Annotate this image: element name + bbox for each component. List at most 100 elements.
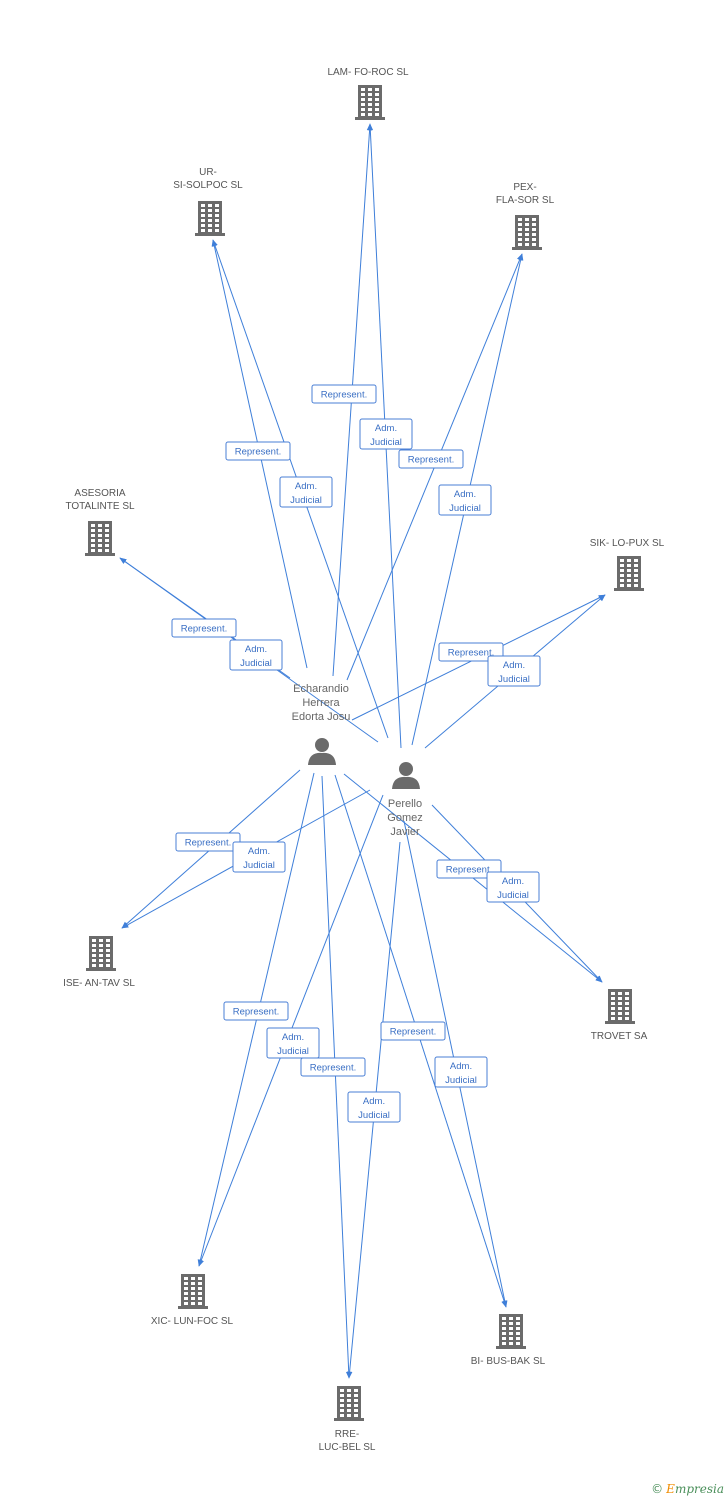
- edge-label-text: Adm.: [502, 876, 524, 887]
- edge-echarandio-bi: [334, 774, 507, 1308]
- edge-label-echarandio-ur[interactable]: Represent.: [225, 441, 291, 461]
- company-node-pex[interactable]: PEX- FLA-SOR SL: [496, 182, 555, 250]
- company-label: XIC- LUN-FOC SL: [151, 1316, 234, 1327]
- edge-label-box: [223, 1001, 289, 1021]
- building-icon: [85, 521, 115, 556]
- building-icon: [512, 215, 542, 250]
- company-node-bi[interactable]: BI- BUS-BAK SL: [471, 1314, 546, 1367]
- edge-label-box: [347, 1091, 401, 1123]
- edge-label-box: [487, 655, 541, 687]
- edge-label-perello-bi[interactable]: Represent.: [380, 1021, 446, 1041]
- company-label: SIK- LO-PUX SL: [590, 538, 665, 549]
- edge-label-box: [171, 618, 237, 638]
- edge-label-echarandio-xic[interactable]: Represent.: [223, 1001, 289, 1021]
- edge-label-perello-ise[interactable]: Adm. Judicial: [232, 841, 286, 873]
- edge-label-text: Judicial: [498, 674, 530, 685]
- brand-watermark: ©Empresia: [651, 1482, 724, 1496]
- edge-label-perello-ur[interactable]: Adm.Judicial: [279, 476, 333, 508]
- edge-label-text: Judicial: [370, 437, 402, 448]
- company-label: BI- BUS-BAK SL: [471, 1356, 546, 1367]
- person-icon: [392, 762, 420, 789]
- company-label: UR-: [199, 167, 217, 178]
- person-label: Javier: [390, 826, 420, 838]
- edge-label-box: [438, 484, 492, 516]
- edge-label-text: Represent.: [185, 838, 231, 849]
- edge-label-box: [380, 1021, 446, 1041]
- edge-label-echarandio-trovet[interactable]: Represent.: [436, 859, 502, 879]
- company-label: RRE-: [335, 1429, 359, 1440]
- edge-label-perello-asesoria[interactable]: Adm. Judicial: [229, 639, 283, 671]
- edge-label-text: Represent.: [233, 1007, 279, 1018]
- person-label: Gomez: [387, 812, 422, 824]
- person-label: Echarandio: [293, 683, 349, 695]
- edge-label-text: Judicial: [277, 1046, 309, 1057]
- edge-label-perello-lam[interactable]: Adm. Judicial: [359, 418, 413, 450]
- company-label: LUC-BEL SL: [319, 1442, 376, 1453]
- edge-label-text: Represent.: [321, 390, 367, 401]
- building-icon: [614, 556, 644, 591]
- edge-label-text: Judicial: [449, 503, 481, 514]
- edge-label-text: Adm.: [363, 1096, 385, 1107]
- building-icon: [496, 1314, 526, 1349]
- company-node-ur[interactable]: UR- SI-SOLPOC SL: [173, 167, 243, 236]
- building-icon: [195, 201, 225, 236]
- edge-label-echarandio-rre[interactable]: Represent.: [300, 1057, 366, 1077]
- company-label: TOTALINTE SL: [65, 501, 135, 512]
- company-label: TROVET SA: [591, 1031, 648, 1042]
- brand-name: mpresia: [674, 1482, 724, 1496]
- edge-label-box: [229, 639, 283, 671]
- edge-label-text: Adm.: [245, 644, 267, 655]
- edge-label-box: [434, 1056, 488, 1088]
- company-node-sik[interactable]: SIK- LO-PUX SL: [590, 538, 665, 591]
- edge-label-perello-rre[interactable]: Adm. Judicial: [347, 1091, 401, 1123]
- building-icon: [86, 936, 116, 971]
- edge-label-echarandio-lam[interactable]: Represent.: [311, 384, 377, 404]
- edge-label-box: [398, 449, 464, 469]
- edges-layer: [119, 123, 606, 1379]
- edge-label-box: [486, 871, 540, 903]
- company-label: FLA-SOR SL: [496, 195, 555, 206]
- company-label: PEX-: [513, 182, 536, 193]
- company-node-ise[interactable]: ISE- AN-TAV SL: [63, 936, 135, 989]
- edge-label-text: Adm.: [503, 660, 525, 671]
- edge-label-perello-pex[interactable]: Adm. Judicial: [438, 484, 492, 516]
- building-icon: [355, 85, 385, 120]
- company-node-trovet[interactable]: TROVET SA: [591, 989, 648, 1042]
- edge-label-text: Judicial: [445, 1075, 477, 1086]
- edge-label-box: [311, 384, 377, 404]
- edge-echarandio-rre: [321, 775, 352, 1379]
- edge-label-perello-xic[interactable]: Adm. Judicial: [266, 1027, 320, 1059]
- building-icon: [334, 1386, 364, 1421]
- edge-label-text: Represent.: [446, 865, 492, 876]
- edge-label-text: Judicial: [243, 860, 275, 871]
- edge-label-text: Adm.: [282, 1032, 304, 1043]
- edge-label-text: Adm.: [375, 423, 397, 434]
- edge-label-echarandio-ise[interactable]: Represent.: [175, 832, 241, 852]
- edge-label-text: Adm.: [454, 489, 476, 500]
- person-label: Edorta Josu: [292, 711, 351, 723]
- edge-label-echarandio-pex[interactable]: Represent.: [398, 449, 464, 469]
- copyright-symbol: ©: [651, 1482, 664, 1496]
- company-node-rre[interactable]: RRE- LUC-BEL SL: [319, 1386, 376, 1453]
- company-node-lam[interactable]: LAM- FO-ROC SL: [327, 67, 409, 120]
- edge-label-echarandio-asesoria[interactable]: Represent.: [171, 618, 237, 638]
- edge-label-box: [438, 642, 504, 662]
- edge-label-text: Adm.: [450, 1061, 472, 1072]
- edge-label-perello-sik[interactable]: Adm. Judicial: [487, 655, 541, 687]
- edge-label-text: Judicial: [497, 890, 529, 901]
- edge-label-box: [279, 476, 333, 508]
- edge-label-text: Judicial: [240, 658, 272, 669]
- company-node-xic[interactable]: XIC- LUN-FOC SL: [151, 1274, 234, 1327]
- edge-label-perello-trovet[interactable]: Adm. Judicial: [486, 871, 540, 903]
- building-icon: [605, 989, 635, 1024]
- company-label: SI-SOLPOC SL: [173, 180, 243, 191]
- edge-label-echarandio-bi[interactable]: Adm. Judicial: [434, 1056, 488, 1088]
- edge-label-text: Judicial: [358, 1110, 390, 1121]
- edge-label-text: Represent.: [181, 624, 227, 635]
- edge-label-echarandio-sik[interactable]: Represent.: [438, 642, 504, 662]
- edge-label-text: Adm.: [248, 846, 270, 857]
